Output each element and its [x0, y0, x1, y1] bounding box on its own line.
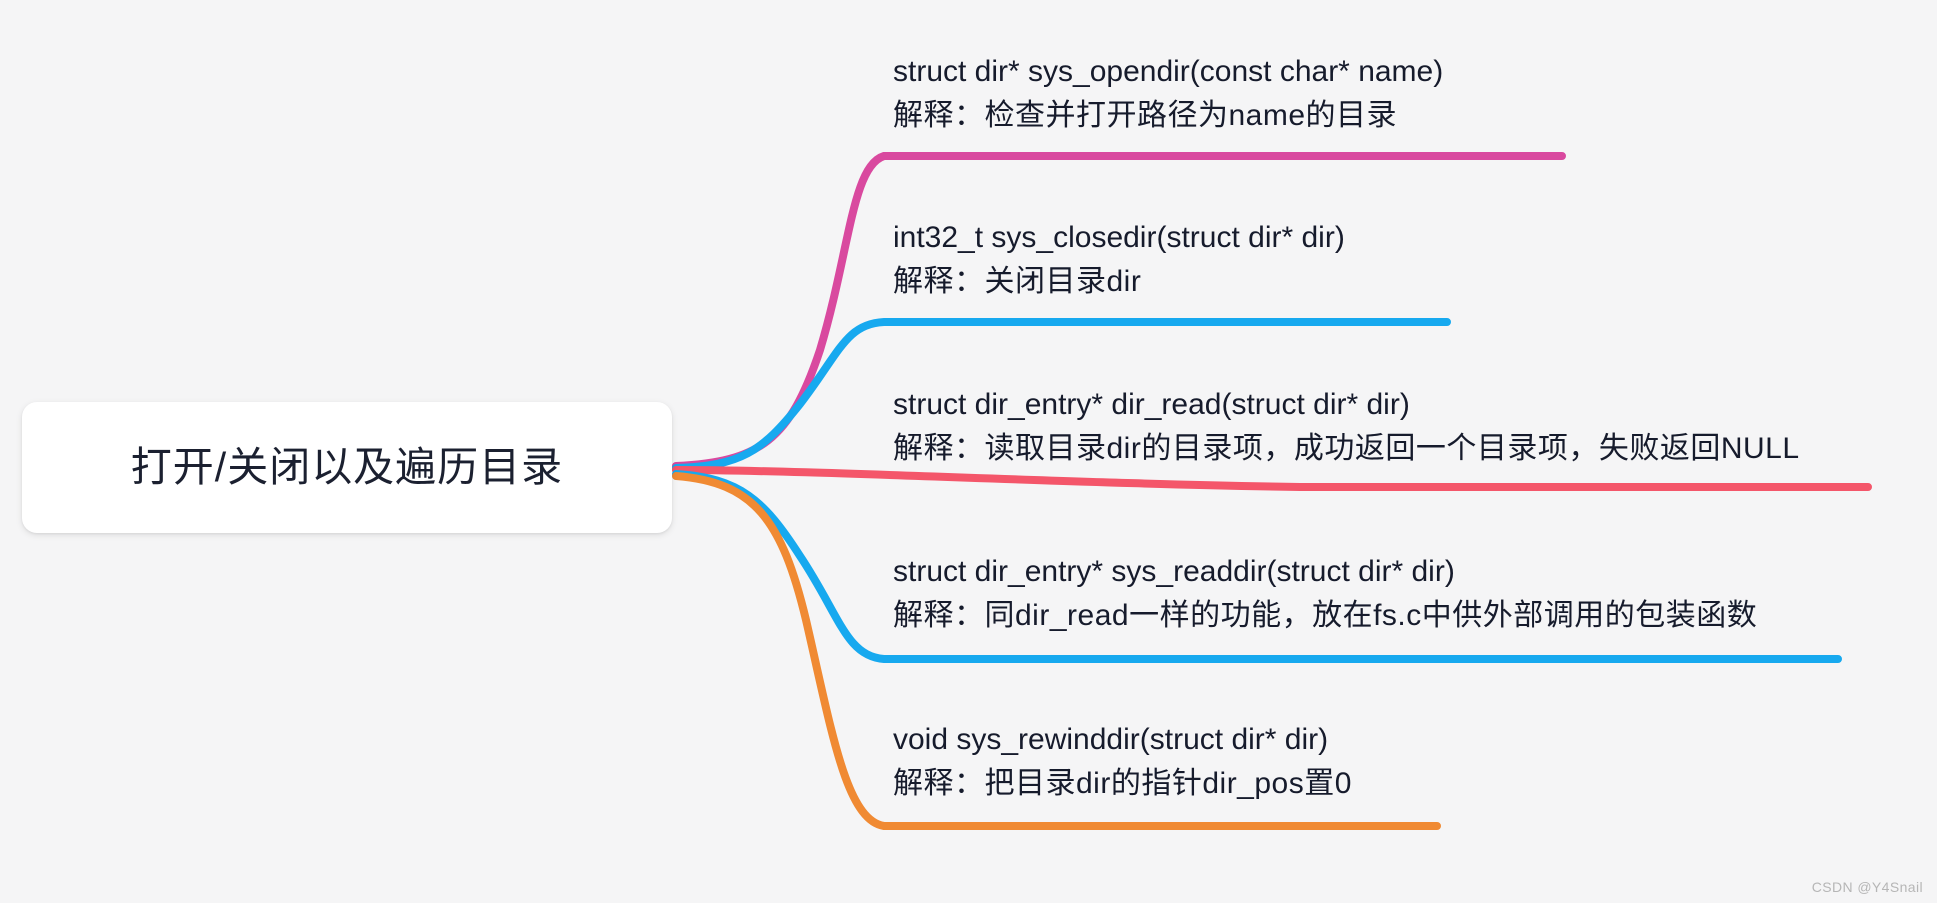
branch-signature: struct dir_entry* dir_read(struct dir* d… [893, 388, 1410, 421]
branch-explanation: 解释：关闭目录dir [893, 265, 1142, 298]
root-node[interactable]: 打开/关闭以及遍历目录 [22, 402, 672, 533]
branch-explanation: 解释：读取目录dir的目录项，成功返回一个目录项，失败返回NULL [893, 432, 1800, 465]
branch-dir-read[interactable]: struct dir_entry* dir_read(struct dir* d… [893, 383, 1800, 471]
branch-sys-opendir[interactable]: struct dir* sys_opendir(const char* name… [893, 50, 1443, 138]
connector-dir-read [672, 466, 1872, 491]
branch-signature: int32_t sys_closedir(struct dir* dir) [893, 221, 1345, 254]
branch-explanation: 解释：检查并打开路径为name的目录 [893, 99, 1398, 132]
root-node-label: 打开/关闭以及遍历目录 [130, 443, 564, 490]
branch-sys-readdir[interactable]: struct dir_entry* sys_readdir(struct dir… [893, 550, 1757, 638]
branch-explanation: 解释：同dir_read一样的功能，放在fs.c中供外部调用的包装函数 [893, 599, 1758, 632]
branch-sys-closedir[interactable]: int32_t sys_closedir(struct dir* dir) 解释… [893, 216, 1345, 304]
branch-signature: void sys_rewinddir(struct dir* dir) [893, 723, 1329, 756]
branch-signature: struct dir_entry* sys_readdir(struct dir… [893, 555, 1455, 588]
branch-explanation: 解释：把目录dir的指针dir_pos置0 [893, 767, 1352, 800]
watermark: CSDN @Y4Snail [1811, 879, 1923, 895]
branch-signature: struct dir* sys_opendir(const char* name… [893, 55, 1444, 88]
branch-sys-rewinddir[interactable]: void sys_rewinddir(struct dir* dir) 解释：把… [893, 718, 1352, 806]
